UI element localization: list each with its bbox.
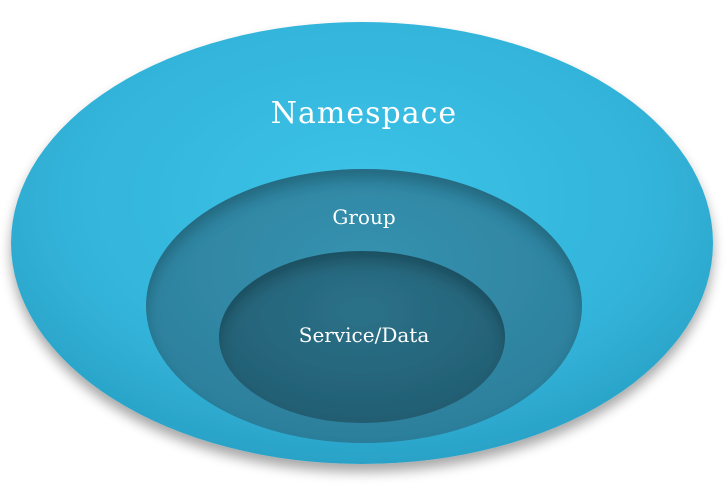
service-label: Service/Data <box>299 323 430 347</box>
service-layer: Service/Data <box>219 251 505 423</box>
service-ellipse <box>219 251 505 423</box>
group-label: Group <box>332 205 395 229</box>
namespace-label: Namespace <box>271 96 457 131</box>
